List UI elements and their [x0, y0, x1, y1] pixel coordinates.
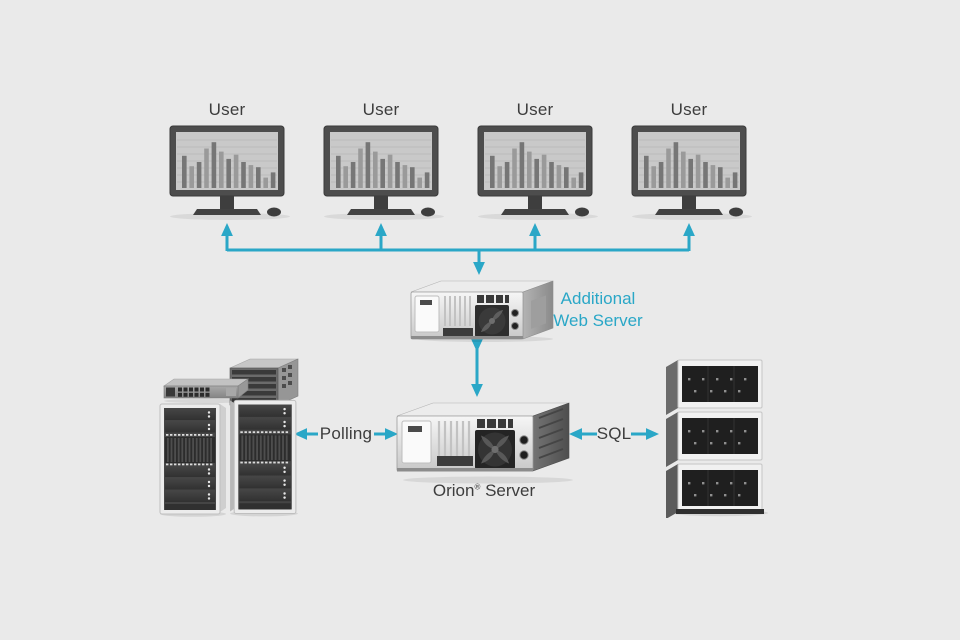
- mouse-icon: [421, 207, 435, 217]
- dashed-separators: [240, 431, 289, 464]
- monitor-icon: [477, 125, 598, 220]
- screen-bar-chart: [644, 142, 738, 188]
- db-unit: [666, 411, 763, 467]
- monitor-icon: [169, 125, 290, 220]
- user-label: User: [516, 100, 554, 119]
- user-workstation: User: [306, 100, 456, 224]
- user-label: User: [208, 100, 246, 119]
- database-stack-icon: [666, 359, 768, 518]
- switch-ports: [178, 387, 210, 397]
- io-ports: [477, 419, 513, 428]
- card-slots: [444, 296, 471, 326]
- mouse-icon: [575, 207, 589, 217]
- server-rack-icon: [159, 403, 226, 517]
- user-label: User: [362, 100, 400, 119]
- screen-bar-chart: [182, 142, 276, 188]
- web-server-label: Additional Web Server: [553, 289, 643, 331]
- user-workstation: User: [460, 100, 610, 224]
- polling-label: Polling: [319, 424, 373, 443]
- fan-icon: [478, 432, 512, 467]
- port-knob: [511, 309, 519, 317]
- mouse-icon: [729, 207, 743, 217]
- io-ports: [477, 295, 509, 303]
- server-rack-icon: [230, 399, 298, 517]
- user-workstation: User: [614, 100, 764, 224]
- port-knob: [519, 450, 529, 460]
- network-switch-icon: [163, 378, 249, 404]
- monitor-icon: [323, 125, 444, 220]
- db-unit: [666, 359, 763, 415]
- chassis-switch-icon: [229, 358, 299, 406]
- db-unit: [666, 463, 763, 518]
- web-server-icon: [410, 280, 554, 342]
- dashed-separators: [166, 434, 213, 466]
- user-workstation: User: [152, 100, 302, 224]
- fan-icon: [478, 307, 506, 335]
- mouse-icon: [267, 207, 281, 217]
- user-label: User: [670, 100, 708, 119]
- led-dots: [283, 407, 286, 499]
- card-slots: [437, 421, 471, 456]
- user-tree-arrows: [221, 223, 695, 275]
- sql-label: SQL: [596, 424, 632, 443]
- rack-units: [165, 409, 215, 502]
- port-knob: [511, 322, 519, 330]
- rack-units: [239, 405, 291, 502]
- orion-server-icon: [396, 402, 573, 484]
- registered-mark: ®: [474, 482, 481, 492]
- screen-bar-chart: [490, 142, 584, 188]
- monitor-icon: [631, 125, 752, 220]
- port-knob: [519, 435, 529, 445]
- led-dots: [207, 411, 211, 500]
- screen-bar-chart: [336, 142, 430, 188]
- orion-server-label: Orion® Server: [432, 481, 536, 500]
